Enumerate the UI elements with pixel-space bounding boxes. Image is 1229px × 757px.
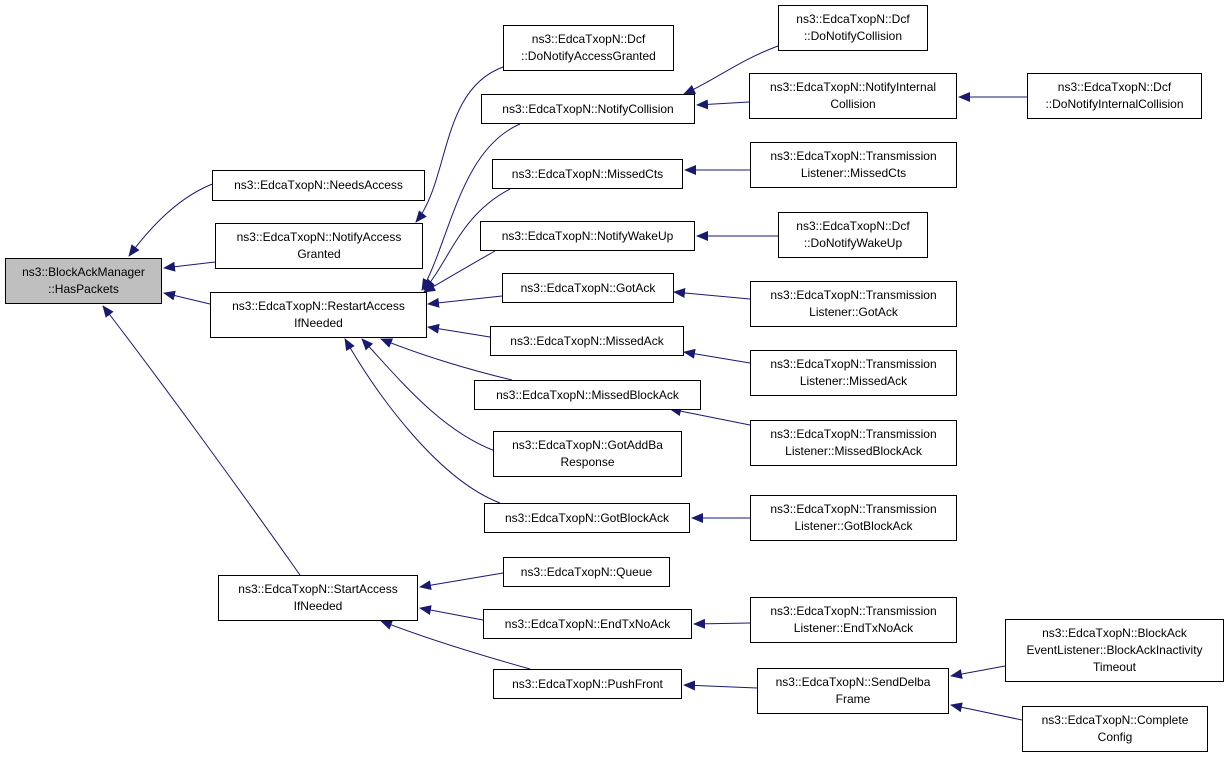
edge-tlmissedblockack-missedblockack: [669, 406, 751, 426]
edge-missedblockack-restart: [380, 338, 513, 381]
edge-missedack-restart: [427, 323, 491, 338]
node-missedcts[interactable]: ns3::EdcaTxopN::MissedCts: [492, 159, 683, 189]
node-missedblockack[interactable]: ns3::EdcaTxopN::MissedBlockAck: [474, 380, 701, 410]
edge-startaccess-root: [102, 305, 301, 576]
edge-notifyaccess-root: [163, 261, 216, 272]
node-notifywakeup[interactable]: ns3::EdcaTxopN::NotifyWakeUp: [480, 221, 695, 251]
node-endtxnoack[interactable]: ns3::EdcaTxopN::EndTxNoAck: [483, 609, 692, 639]
edge-tlgotack-gotack: [673, 288, 751, 300]
edge-notifyinternal-notifycollision: [696, 99, 750, 110]
node-gotblockack[interactable]: ns3::EdcaTxopN::GotBlockAck: [484, 503, 690, 533]
edge-blockackinactivity-senddelba: [950, 665, 1006, 679]
edge-missedcts-restart: [423, 188, 511, 291]
node-dcf-donotifywakeup[interactable]: ns3::EdcaTxopN::Dcf::DoNotifyWakeUp: [778, 212, 928, 258]
node-notifycollision[interactable]: ns3::EdcaTxopN::NotifyCollision: [481, 94, 695, 124]
edge-endtxnoack-startaccess: [419, 605, 484, 621]
edge-notifywakeup-restart: [423, 250, 496, 293]
edge-notifycollision-restart: [421, 123, 521, 291]
edge-gotblockack-restart: [344, 338, 501, 504]
edge-dcfcollision-notifycollision: [683, 45, 779, 95]
edge-senddelba-pushfront: [683, 680, 758, 691]
edge-dcfaccess-notifyaccess: [415, 66, 504, 223]
edge-queue-startaccess: [419, 572, 504, 591]
edge-restart-root: [163, 290, 211, 305]
edge-gotaddba-restart: [361, 338, 496, 452]
edge-completeconfig-senddelba: [950, 702, 1023, 721]
node-pushfront[interactable]: ns3::EdcaTxopN::PushFront: [493, 669, 682, 699]
node-queue[interactable]: ns3::EdcaTxopN::Queue: [503, 557, 670, 587]
edge-needsaccess-root: [128, 182, 216, 257]
edge-pushfront-startaccess: [380, 620, 531, 670]
node-gotack[interactable]: ns3::EdcaTxopN::GotAck: [502, 273, 674, 303]
node-needsaccess[interactable]: ns3::EdcaTxopN::NeedsAccess: [212, 170, 425, 201]
edge-tlendtxnoack-endtxnoack: [693, 618, 751, 629]
node-dcf-donotifyinternalcollision[interactable]: ns3::EdcaTxopN::Dcf::DoNotifyInternalCol…: [1027, 73, 1202, 119]
edge-gotack-restart: [427, 295, 503, 308]
node-blockackmanager-haspackets: ns3::BlockAckManager::HasPackets: [5, 258, 162, 304]
node-dcf-donotifycollision[interactable]: ns3::EdcaTxopN::Dcf::DoNotifyCollision: [778, 5, 928, 51]
edge-tlmissedack-missedack: [683, 348, 751, 364]
node-dcf-donotifyaccessgranted[interactable]: ns3::EdcaTxopN::Dcf::DoNotifyAccessGrant…: [503, 25, 674, 71]
node-missedack[interactable]: ns3::EdcaTxopN::MissedAck: [490, 326, 684, 356]
